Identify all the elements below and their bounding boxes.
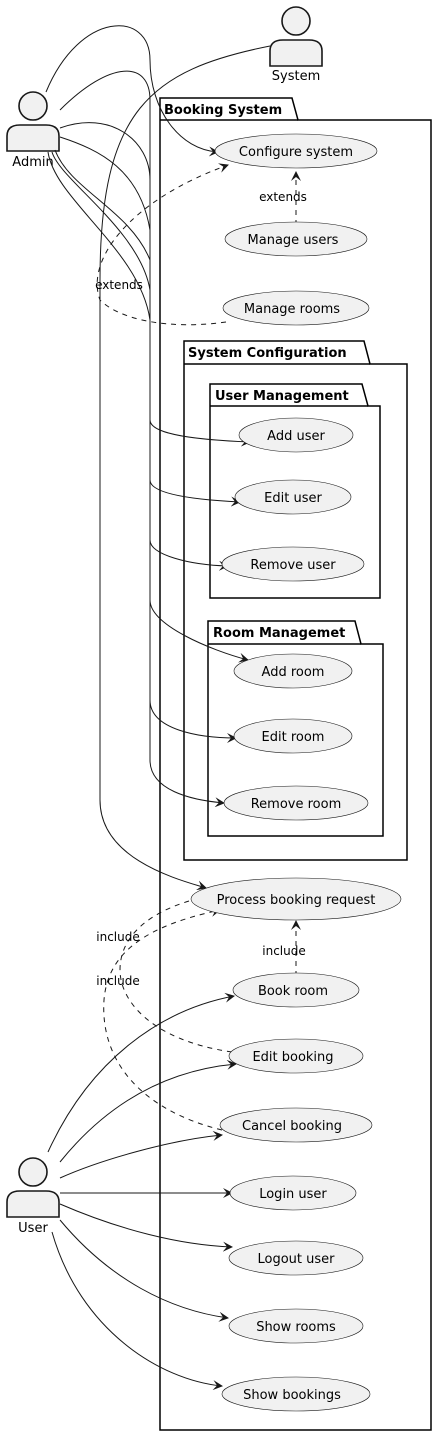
actor-label-system: System xyxy=(272,69,320,84)
usecase-label-manage-users: Manage users xyxy=(248,233,339,248)
edge-admin-remove-room xyxy=(47,151,225,808)
edge-include-edit-booking xyxy=(119,891,233,1053)
edge-label-include-book-room: include xyxy=(262,944,305,958)
actor-system: System xyxy=(269,6,323,84)
admin-body-icon xyxy=(6,124,60,152)
edge-label-include-edit-booking: include xyxy=(96,930,139,944)
usecase-manage-users: Manage users xyxy=(224,221,368,257)
edge-user-book-room xyxy=(47,992,235,1153)
usecase-label-process-booking-request: Process booking request xyxy=(217,893,376,908)
usecase-cancel-booking: Cancel booking xyxy=(219,1107,373,1143)
edge-admin-edit-room xyxy=(51,151,237,743)
edge-extends-manage-rooms xyxy=(96,163,229,326)
usecase-remove-user: Remove user xyxy=(221,546,365,582)
actor-admin: Admin xyxy=(6,91,60,170)
actor-label-user: User xyxy=(18,1221,48,1236)
usecase-edit-user: Edit user xyxy=(234,479,352,515)
usecase-label-cancel-booking: Cancel booking xyxy=(242,1119,342,1134)
edge-label-extends-manage-users: extends xyxy=(259,190,307,204)
usecase-edit-room: Edit room xyxy=(233,718,353,754)
usecase-label-manage-rooms: Manage rooms xyxy=(244,302,340,317)
user-body-icon xyxy=(6,1190,60,1218)
package-system-configuration: System Configuration xyxy=(183,340,408,861)
usecase-label-add-room: Add room xyxy=(262,665,325,680)
usecase-logout-user: Logout user xyxy=(228,1240,364,1276)
usecase-label-show-bookings: Show bookings xyxy=(243,1388,341,1403)
edge-label-extends-manage-rooms: extends xyxy=(95,278,143,292)
usecase-label-logout-user: Logout user xyxy=(258,1252,336,1267)
package-title-user-management: User Management xyxy=(215,389,349,404)
edge-system-process-booking xyxy=(99,45,271,891)
edge-label-include-cancel-booking: include xyxy=(96,974,139,988)
usecase-edit-booking: Edit booking xyxy=(228,1038,364,1074)
usecase-process-booking-request: Process booking request xyxy=(190,877,402,921)
edge-admin-remove-user xyxy=(59,136,229,571)
edge-admin-add-user xyxy=(59,70,251,447)
usecase-book-room: Book room xyxy=(232,972,360,1008)
user-head-icon xyxy=(18,1157,48,1187)
usecase-manage-rooms: Manage rooms xyxy=(222,290,370,326)
usecase-remove-room: Remove room xyxy=(223,785,369,821)
edge-user-logout xyxy=(59,1203,233,1252)
usecase-label-edit-booking: Edit booking xyxy=(252,1050,333,1065)
usecase-configure-system: Configure system xyxy=(214,133,378,169)
admin-head-icon xyxy=(18,91,48,121)
usecase-login-user: Login user xyxy=(229,1175,357,1211)
usecase-label-edit-room: Edit room xyxy=(262,730,325,745)
package-title-system-configuration: System Configuration xyxy=(188,346,347,361)
usecase-label-show-rooms: Show rooms xyxy=(256,1320,336,1335)
usecase-show-bookings: Show bookings xyxy=(221,1376,371,1412)
usecase-label-login-user: Login user xyxy=(259,1187,327,1202)
usecase-label-edit-user: Edit user xyxy=(264,491,322,506)
edge-admin-configure-system xyxy=(45,25,219,157)
package-booking-system: Booking System xyxy=(159,97,432,1431)
usecase-add-user: Add user xyxy=(238,417,354,453)
edge-user-show-bookings xyxy=(51,1231,223,1391)
package-title-booking-system: Booking System xyxy=(164,103,282,118)
package-room-management: Room Managemet xyxy=(207,620,384,837)
edge-user-cancel-booking xyxy=(59,1130,223,1179)
usecase-label-configure-system: Configure system xyxy=(239,145,353,160)
usecase-label-add-user: Add user xyxy=(267,429,325,444)
system-head-icon xyxy=(281,6,311,36)
actor-label-admin: Admin xyxy=(12,155,53,170)
usecase-show-rooms: Show rooms xyxy=(228,1308,364,1344)
usecase-label-remove-user: Remove user xyxy=(250,558,336,573)
system-body-icon xyxy=(269,39,323,67)
package-title-room-management: Room Managemet xyxy=(213,626,345,641)
edge-user-edit-booking xyxy=(59,1059,237,1163)
package-user-management: User Management xyxy=(209,383,381,599)
usecase-add-room: Add room xyxy=(233,653,353,689)
edge-user-show-rooms xyxy=(59,1219,229,1322)
usecase-label-book-room: Book room xyxy=(258,984,328,999)
edge-admin-edit-user xyxy=(59,122,241,507)
usecase-label-remove-room: Remove room xyxy=(251,797,342,812)
edge-admin-add-room xyxy=(54,149,249,663)
edge-include-cancel-booking xyxy=(103,906,223,1131)
actor-user: User xyxy=(6,1157,60,1236)
